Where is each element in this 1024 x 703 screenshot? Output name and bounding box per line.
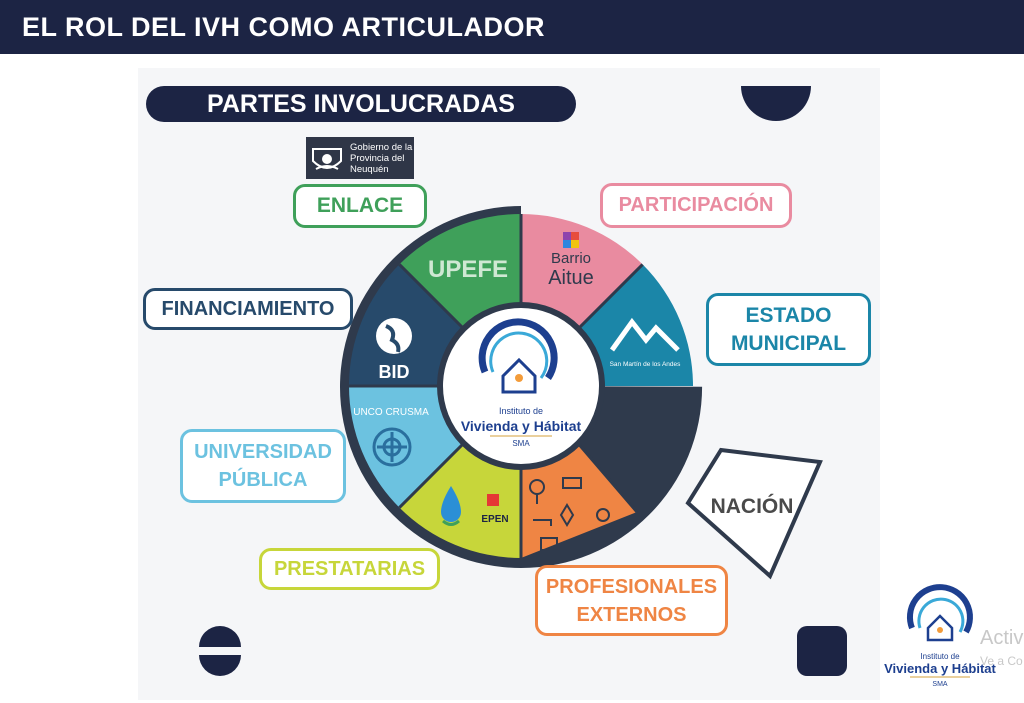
- segment-unco: [349, 386, 466, 508]
- section-title: PARTES INVOLUCRADAS: [146, 86, 576, 122]
- label-universidad-line1: UNIVERSIDAD: [194, 441, 332, 463]
- mountain-icon: [609, 317, 680, 352]
- deco-semicircle-bottom: [199, 655, 241, 676]
- label-participacion: PARTICIPACIÓN: [600, 183, 792, 228]
- ivh-corner-logo-icon: [907, 584, 973, 642]
- ivh-center-logo-icon: [478, 318, 558, 394]
- segment-upefe: [399, 214, 521, 331]
- segment-upefe-label: UPEFE: [428, 256, 508, 283]
- ivh-corner-line2: Vivienda y Hábitat: [884, 661, 996, 676]
- activation-watermark-line2: Ve a Co: [980, 654, 1023, 668]
- gobierno-logo-text: Gobierno de la Provincia del Neuquén: [350, 142, 413, 175]
- unco-label: UNCO CRUSMA: [353, 407, 429, 418]
- epen-label: EPEN: [481, 514, 508, 525]
- deco-rounded-square: [797, 626, 847, 676]
- ivh-center-line2: Vivienda y Hábitat: [461, 418, 582, 434]
- gobierno-emblem-icon: [312, 148, 342, 170]
- epen-icon: [487, 494, 499, 506]
- gobierno-logo: Gobierno de la Provincia del Neuquén: [306, 137, 414, 179]
- label-profesionales-externos: PROFESIONALES EXTERNOS: [535, 565, 728, 636]
- label-universidad-line2: PÚBLICA: [218, 469, 308, 491]
- label-enlace: ENLACE: [293, 184, 427, 228]
- label-universidad-publica: UNIVERSIDAD PÚBLICA: [180, 429, 346, 503]
- barrio-icon: [563, 232, 571, 240]
- ivh-corner-line3: SMA: [932, 681, 948, 688]
- activation-watermark-line1: Activ: [980, 627, 1024, 649]
- ivh-center-line1: Instituto de: [499, 406, 543, 416]
- segment-prestatarias: [399, 441, 521, 558]
- segment-separators: [349, 214, 644, 558]
- bid-label: BID: [379, 362, 410, 382]
- deco-semicircle-top: [199, 626, 241, 647]
- segment-profesionales: [521, 441, 637, 558]
- header-bar: EL ROL DEL IVH COMO ARTICULADOR: [0, 0, 1024, 54]
- label-estado-line1: ESTADO: [745, 303, 832, 327]
- label-financiamiento: FINANCIAMIENTO: [143, 288, 353, 330]
- nacion-label: NACIÓN: [711, 494, 794, 518]
- label-profesionales-line2: EXTERNOS: [576, 603, 687, 626]
- nacion-shape: [685, 447, 823, 580]
- san-martin-label: San Martín de los Andes: [610, 361, 682, 368]
- label-enlace-text: ENLACE: [316, 194, 404, 217]
- label-prestatarias: PRESTATARIAS: [259, 548, 440, 590]
- label-financiamiento-text: FINANCIAMIENTO: [161, 297, 335, 320]
- ivh-center-line3: SMA: [512, 439, 530, 448]
- label-participacion-text: PARTICIPACIÓN: [618, 194, 774, 216]
- label-estado-municipal: ESTADO MUNICIPAL: [706, 293, 871, 366]
- ivh-corner-line1: Instituto de: [920, 652, 960, 661]
- label-prestatarias-text: PRESTATARIAS: [273, 557, 426, 580]
- water-drop-icon: [441, 486, 461, 522]
- label-profesionales-line1: PROFESIONALES: [545, 575, 718, 598]
- label-estado-line2: MUNICIPAL: [730, 331, 847, 355]
- barrio-line2: Aitue: [548, 267, 594, 289]
- barrio-line1: Barrio: [551, 250, 591, 267]
- unco-emblem-icon: [372, 427, 412, 467]
- page-title: EL ROL DEL IVH COMO ARTICULADOR: [22, 12, 546, 42]
- wheel-center: [437, 302, 605, 470]
- profesionales-icons: [529, 477, 610, 551]
- segment-barrio-aitue: [521, 214, 643, 331]
